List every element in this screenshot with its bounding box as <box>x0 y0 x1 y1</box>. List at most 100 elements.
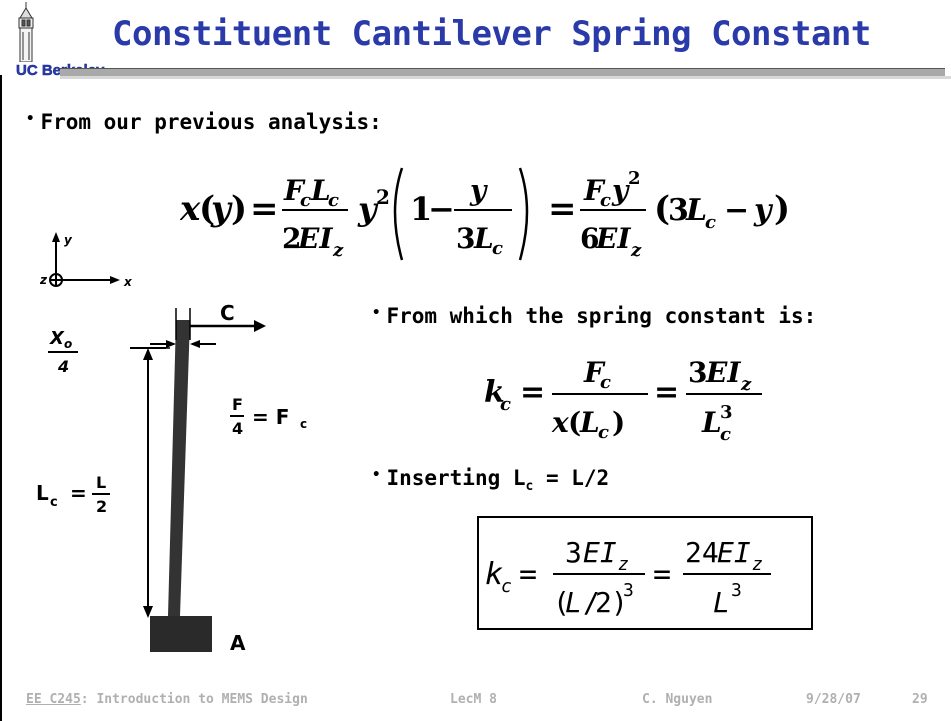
svg-text:): ) <box>612 406 625 439</box>
svg-text:(: ( <box>568 406 581 439</box>
svg-text:c: c <box>300 190 311 211</box>
svg-text:3: 3 <box>668 193 689 228</box>
svg-text:x: x <box>180 189 201 229</box>
bullet-spring-constant: • From which the spring constant is: <box>372 304 816 328</box>
berkeley-logo: UC Berkeley <box>0 0 105 79</box>
svg-text:): ) <box>774 189 790 229</box>
footer-course-link[interactable]: EE C245 <box>26 692 81 707</box>
svg-text:L: L <box>713 586 730 619</box>
svg-text:c: c <box>720 424 731 445</box>
svg-text:y: y <box>357 190 379 228</box>
equation-deflection: x ( y ) = F c L c 2 EI z y 2 1 − y 3 L c… <box>179 148 840 282</box>
svg-text:L: L <box>310 174 331 207</box>
svg-text:(: ( <box>654 189 670 229</box>
svg-text:−: − <box>428 190 455 228</box>
svg-text:c: c <box>600 190 611 211</box>
bullet-text-suffix: = L/2 <box>533 466 610 490</box>
svg-text:z: z <box>630 240 642 261</box>
svg-text:z: z <box>332 240 344 261</box>
svg-text:2: 2 <box>282 222 301 255</box>
svg-text:z: z <box>618 554 629 575</box>
lc-equals: = <box>70 481 87 505</box>
bullet-dot: • <box>372 305 381 321</box>
slide-title: Constituent Cantilever Spring Constant <box>112 14 871 54</box>
cantilever-diagram: C A X o 4 F 4 = F c L c = L 2 <box>30 300 350 664</box>
svg-text:F: F <box>583 356 606 389</box>
svg-text:3: 3 <box>565 536 582 569</box>
x-axis-label: x <box>123 275 133 289</box>
bullet-text: From which the spring constant is: <box>386 304 817 328</box>
f-denominator: 4 <box>232 419 243 438</box>
fc-subscript: c <box>300 417 307 431</box>
svg-text:=: = <box>520 375 545 410</box>
svg-text:(: ( <box>553 586 570 619</box>
svg-text:3: 3 <box>688 356 707 389</box>
svg-text:c: c <box>705 212 716 233</box>
svg-text:z: z <box>740 374 752 395</box>
footer-course: EE C245: Introduction to MEMS Design <box>26 692 308 707</box>
bullet-dot: • <box>26 111 35 127</box>
svg-text:L: L <box>473 222 494 255</box>
equation-spring-constant: k c = F c x ( L c ) = 3 EI z L 3 c <box>484 348 804 452</box>
svg-text:3: 3 <box>456 222 475 255</box>
svg-text:=: = <box>250 189 279 229</box>
svg-text:k: k <box>484 375 505 410</box>
svg-text:EI: EI <box>297 222 333 255</box>
svg-text:EI: EI <box>705 356 741 389</box>
svg-text:−: − <box>724 193 749 228</box>
svg-text:L: L <box>685 193 707 228</box>
svg-text:(: ( <box>199 189 215 229</box>
svg-text:L: L <box>565 586 582 619</box>
header-rule-shadow <box>60 76 951 79</box>
svg-text:y: y <box>753 193 774 228</box>
svg-text:y: y <box>210 189 233 229</box>
lc-subscript: c <box>50 495 58 510</box>
bullet-text: From our previous analysis: <box>40 110 382 134</box>
xo-subscript: o <box>64 337 72 351</box>
svg-text:L: L <box>579 406 600 439</box>
y-axis-label: y <box>64 233 73 247</box>
left-border <box>0 75 2 721</box>
header-rule <box>60 68 945 76</box>
l-denominator: 2 <box>96 497 107 516</box>
svg-text:c: c <box>600 372 611 393</box>
svg-text:F: F <box>583 174 606 207</box>
svg-text:EI: EI <box>583 536 617 569</box>
svg-text:=: = <box>548 189 577 229</box>
svg-text:6: 6 <box>580 222 599 255</box>
svg-text:c: c <box>501 576 512 597</box>
bullet-previous-analysis: • From our previous analysis: <box>26 110 382 134</box>
svg-text:y: y <box>469 174 488 207</box>
footer-date: 9/28/07 <box>806 692 861 707</box>
fc-label: = F <box>252 405 289 429</box>
coordinate-axes: y x z <box>39 230 140 304</box>
footer-author: C. Nguyen <box>642 692 713 707</box>
point-a-label: A <box>230 631 246 655</box>
z-axis-label: z <box>40 273 48 287</box>
svg-text:EI: EI <box>717 536 751 569</box>
svg-text:=: = <box>519 557 537 592</box>
svg-text:3: 3 <box>623 580 634 601</box>
xo-denominator: 4 <box>57 357 69 376</box>
svg-text:3: 3 <box>720 402 733 423</box>
svg-text:F: F <box>283 174 306 207</box>
svg-text:c: c <box>492 238 503 259</box>
svg-text:1: 1 <box>410 190 432 228</box>
bullet-text: Inserting L <box>386 466 526 490</box>
bullet-inserting: •Inserting Lc = L/2 <box>372 466 609 494</box>
svg-text:=: = <box>654 375 679 410</box>
bullet-dot: • <box>372 467 381 483</box>
svg-text:/: / <box>583 586 600 619</box>
svg-text:EI: EI <box>595 222 631 255</box>
footer-course-title: : Introduction to MEMS Design <box>80 692 308 707</box>
xo-label: X <box>49 328 65 349</box>
svg-text:=: = <box>653 557 671 592</box>
footer-page-number: 29 <box>912 692 928 707</box>
svg-text:c: c <box>328 190 339 211</box>
final-formula-box: k c = 3 EI z ( L / 2 ) 3 = 24 EI z L 3 <box>477 516 813 630</box>
svg-text:z: z <box>752 554 763 575</box>
svg-text:): ) <box>611 586 628 619</box>
svg-text:c: c <box>500 394 511 415</box>
svg-text:x: x <box>551 406 569 439</box>
